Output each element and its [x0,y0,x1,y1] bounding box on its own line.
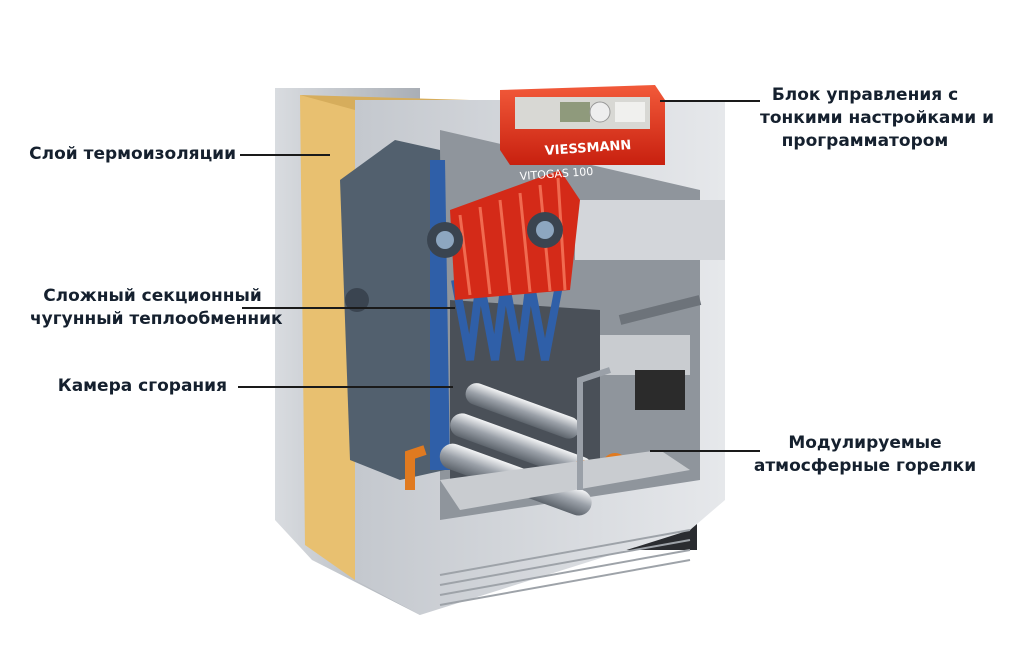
leader-line-insulation [240,154,330,156]
label-heat-exchanger: Сложный секционный чугунный теплообменни… [30,285,283,331]
label-line: программатором [781,131,949,151]
label-line: атмосферные горелки [753,456,977,476]
leader-line-burners [650,450,760,452]
label-insulation: Слой термоизоляции [29,144,236,164]
label-line: чугунный теплообменник [30,309,283,329]
logo-brand: VIESSMANN [544,138,632,159]
label-line: Блок управления с [771,85,959,105]
leader-line-control-unit [660,100,760,102]
label-burners: Модулируемые атмосферные горелки [745,432,985,478]
leader-line-combustion-chamber [238,386,453,388]
control-unit: VIESSMANN VITOGAS 100 [500,85,665,183]
leader-line-heat-exchanger [242,307,455,309]
label-line: тонкими настройками и [760,108,995,128]
cast-iron-section [340,140,445,480]
label-line: Модулируемые [788,433,942,453]
label-combustion-chamber: Камера сгорания [57,376,227,396]
label-control-unit: Блок управления с тонкими настройками и … [760,84,995,153]
insulation-layer [300,95,355,580]
label-line: Сложный секционный [43,286,262,306]
logo-model: VITOGAS 100 [519,165,593,183]
